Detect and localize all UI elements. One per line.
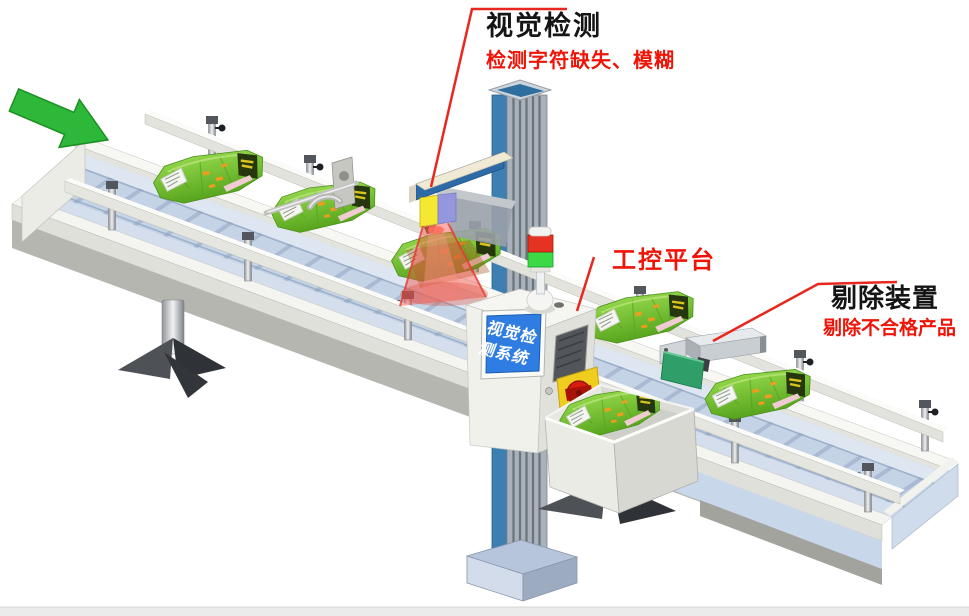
reject-station-subtitle: 剔除不合格产品 bbox=[823, 318, 957, 339]
conveyor-left-end bbox=[21, 139, 86, 243]
reject-station-title: 剔除装置 bbox=[831, 283, 940, 313]
tower-light-green bbox=[527, 251, 554, 268]
signal-tower bbox=[525, 226, 555, 314]
camera-front bbox=[419, 194, 439, 228]
screw bbox=[545, 387, 553, 395]
console-screen bbox=[485, 313, 542, 374]
column-base-plate bbox=[465, 539, 579, 602]
leader-vision bbox=[429, 7, 567, 188]
conveyor-leg bbox=[118, 299, 226, 398]
leader-console bbox=[575, 256, 596, 312]
pusher-device bbox=[659, 327, 767, 390]
flow-arrow bbox=[8, 87, 110, 149]
reject-bin bbox=[544, 383, 699, 514]
leader-lines bbox=[429, 7, 898, 343]
camera-assembly bbox=[409, 151, 516, 247]
leader-reject bbox=[712, 280, 898, 343]
holddown-roller bbox=[263, 156, 359, 216]
vision-station-subtitle: 检测字符缺失、模糊 bbox=[486, 50, 675, 72]
vision-station-title: 视觉检测 bbox=[486, 11, 602, 41]
inspection-beam bbox=[399, 222, 490, 307]
camera-side bbox=[437, 192, 457, 225]
conveyor-right-end bbox=[884, 457, 959, 550]
tower-light-red bbox=[527, 234, 554, 253]
control-station-title: 工控平台 bbox=[612, 247, 716, 274]
floor-strip bbox=[0, 606, 969, 616]
